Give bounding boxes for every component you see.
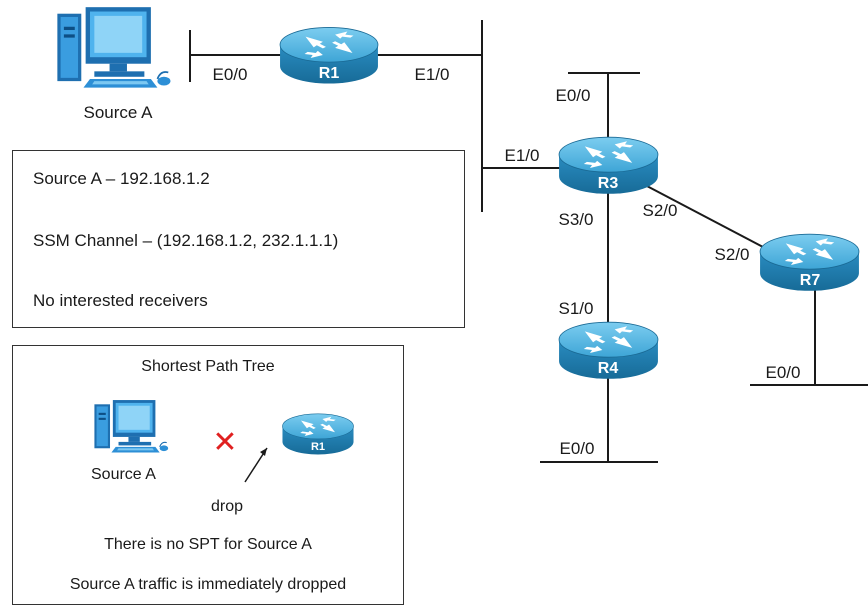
r4-label: R4 bbox=[598, 360, 619, 377]
receivers-text: No interested receivers bbox=[33, 291, 208, 310]
arrow-head-icon bbox=[260, 448, 267, 456]
computer-icon bbox=[93, 399, 169, 454]
r7-e00-label: E0/0 bbox=[766, 363, 801, 382]
spt-source-label: Source A bbox=[91, 466, 156, 483]
drop-x-icon: ✕ bbox=[212, 425, 237, 460]
r3-e00-label: E0/0 bbox=[556, 86, 591, 105]
spt-router-label: R1 bbox=[311, 441, 325, 453]
r4-s10-label: S1/0 bbox=[559, 299, 594, 318]
r1-e10-label: E1/0 bbox=[415, 65, 450, 84]
r3-e10-label: E1/0 bbox=[505, 146, 540, 165]
r7-label: R7 bbox=[800, 272, 821, 289]
r3-label: R3 bbox=[598, 175, 619, 192]
r3-s30-label: S3/0 bbox=[559, 210, 594, 229]
r1-label: R1 bbox=[319, 65, 340, 82]
r1-e00-label: E0/0 bbox=[213, 65, 248, 84]
network-links bbox=[189, 20, 868, 463]
link-r3-r7 bbox=[644, 184, 766, 249]
computer-icon bbox=[56, 6, 172, 89]
r7-s20-label: S2/0 bbox=[715, 245, 750, 264]
r4-e00-label: E0/0 bbox=[560, 439, 595, 458]
r3-s20-label: S2/0 bbox=[643, 201, 678, 220]
spt-box: Shortest Path Tree R1 ✕ Source A drop Th… bbox=[12, 345, 404, 605]
traffic-dropped-text: Source A traffic is immediately dropped bbox=[69, 576, 347, 593]
channel-info-box: Source A – 192.168.1.2 SSM Channel – (19… bbox=[12, 150, 465, 328]
source-address-text: Source A – 192.168.1.2 bbox=[33, 169, 210, 188]
source-a-label: Source A bbox=[84, 103, 154, 122]
no-spt-text: There is no SPT for Source A bbox=[104, 536, 312, 553]
ssm-channel-text: SSM Channel – (192.168.1.2, 232.1.1.1) bbox=[33, 231, 339, 250]
spt-title: Shortest Path Tree bbox=[141, 358, 275, 375]
drop-label: drop bbox=[211, 498, 244, 515]
spt-illustration: R1 ✕ bbox=[93, 399, 354, 483]
